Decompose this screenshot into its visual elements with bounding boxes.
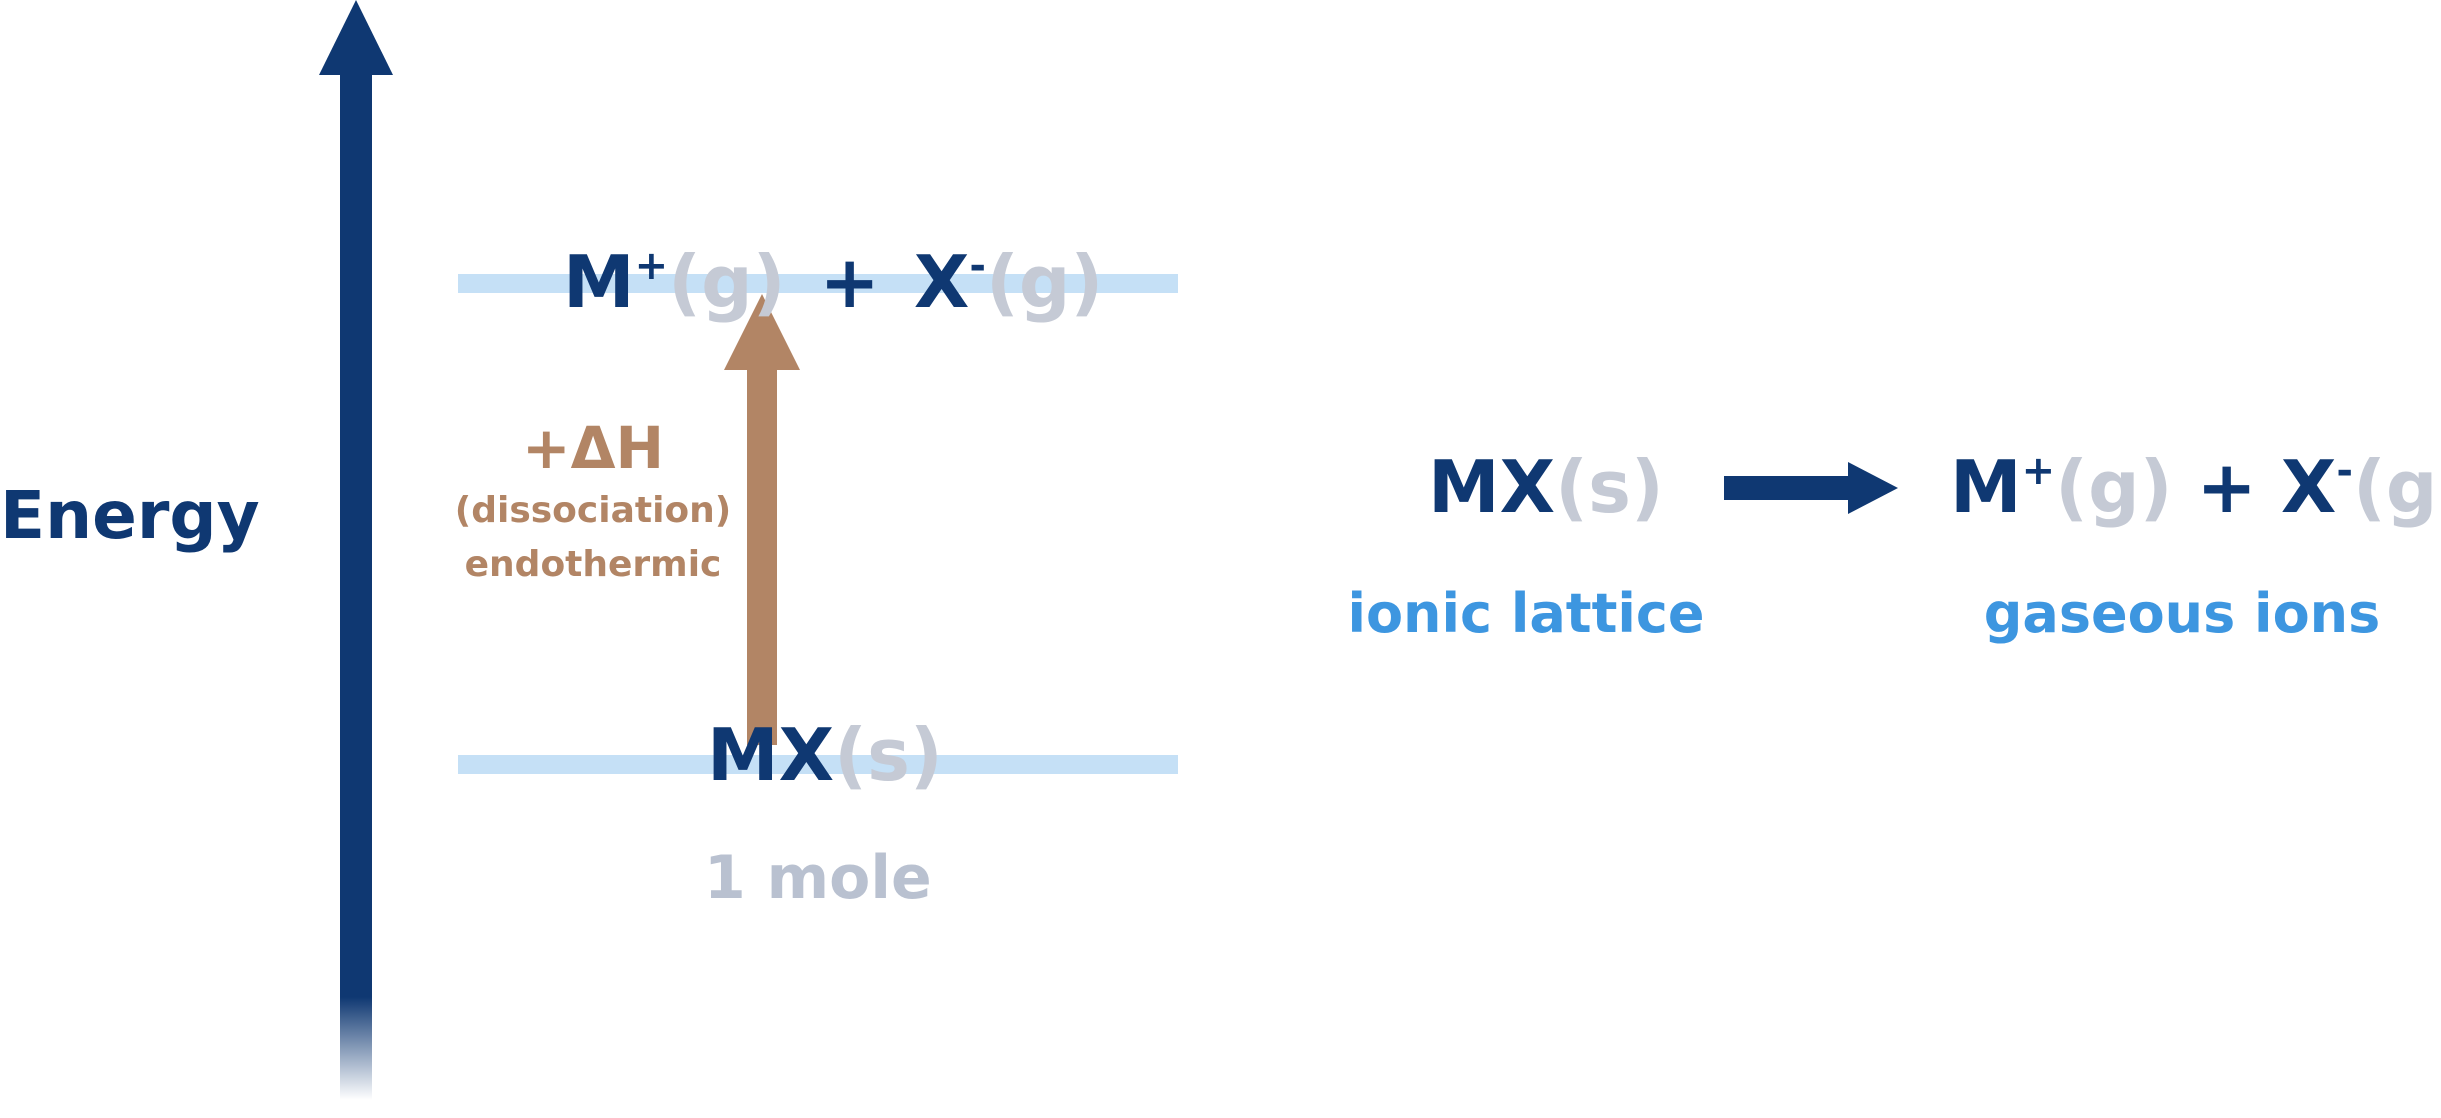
energy-axis-shaft [340, 70, 372, 1100]
endothermic-label: endothermic [465, 544, 722, 585]
dissociation-label: (dissociation) [455, 490, 732, 531]
endothermic-arrow-shaft [747, 365, 777, 745]
endothermic-arrow-head-icon [724, 294, 800, 370]
endothermic-arrow [724, 294, 800, 745]
lower-species-state: (s) [834, 713, 943, 797]
upper-metal-ion: M [563, 240, 635, 324]
product-metal-ion: M [1950, 445, 2022, 529]
upper-anion-state: (g) [986, 240, 1103, 324]
products-formula: M+(g)+X-(g) [1950, 445, 2441, 529]
energy-axis-arrowhead-icon [319, 0, 393, 75]
product-anion: X [2281, 445, 2337, 529]
reactant-formula: MX(s) [1428, 445, 1664, 529]
upper-energy-level-line [458, 274, 1178, 293]
upper-level-label: M+(g)+X-(g) [563, 240, 1103, 324]
product-anion-state: (g) [2353, 445, 2441, 529]
reactant-caption: ionic lattice [1347, 582, 1704, 645]
reactant-state: (s) [1555, 445, 1664, 529]
upper-anion-charge: - [969, 243, 986, 289]
upper-plus-sign: + [820, 240, 880, 324]
upper-anion: X [914, 240, 970, 324]
upper-metal-state: (g) [668, 240, 785, 324]
reactant-species: MX [1428, 445, 1555, 529]
product-metal-charge: + [2022, 448, 2056, 494]
product-caption: gaseous ions [1984, 582, 2381, 645]
energy-axis-label: Energy [0, 477, 260, 554]
energy-axis [319, 0, 393, 1100]
amount-label: 1 mole [704, 843, 932, 913]
lower-species: MX [707, 713, 834, 797]
reaction-arrow-head-icon [1848, 462, 1898, 514]
lower-level-label: MX(s) [707, 713, 943, 797]
upper-metal-charge: + [635, 243, 669, 289]
product-anion-charge: - [2336, 448, 2353, 494]
reaction-arrow [1724, 462, 1898, 514]
lower-energy-level-line [458, 755, 1178, 774]
product-plus-sign: + [2197, 445, 2257, 529]
product-metal-state: (g) [2055, 445, 2172, 529]
reaction-arrow-shaft [1724, 476, 1852, 500]
enthalpy-change-label: +ΔH [522, 414, 664, 482]
